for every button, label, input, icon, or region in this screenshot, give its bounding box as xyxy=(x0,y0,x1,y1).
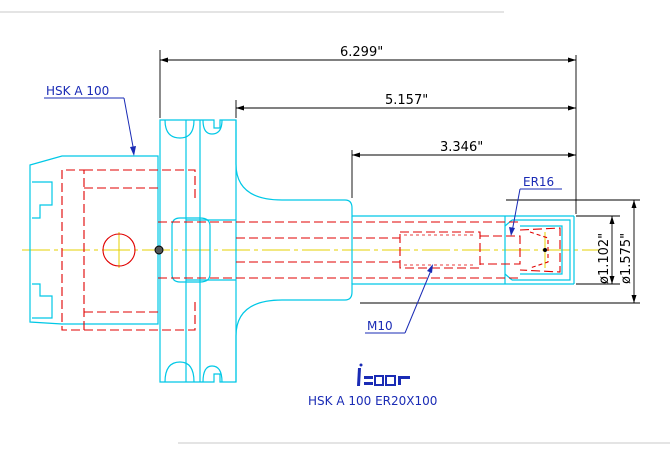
thread-callout: M10 xyxy=(367,319,393,333)
arrowheads xyxy=(160,57,637,303)
overall-length-dim: 6.299" xyxy=(340,45,383,60)
nose-diameter-dim: ø1.575" xyxy=(619,233,634,284)
shank-length-dim: 5.157" xyxy=(385,93,428,108)
bore-diameter-dim: ø1.102" xyxy=(597,233,612,284)
holder-outline xyxy=(29,119,575,383)
callout-leaders xyxy=(44,97,562,334)
thread-hatch xyxy=(404,234,476,266)
reach-length-dim: 3.346" xyxy=(440,140,483,155)
part-number: HSK A 100 ER20X100 xyxy=(308,394,437,408)
dimension-lines xyxy=(159,50,640,304)
callout-arrows xyxy=(130,146,515,273)
collet-callout: ER16 xyxy=(523,175,554,189)
sheet-frame xyxy=(0,11,670,444)
reference-point-right xyxy=(543,248,547,252)
holder-type-callout: HSK A 100 xyxy=(46,84,109,98)
hidden-lines xyxy=(61,169,561,331)
reference-point-left xyxy=(154,245,164,255)
iscar-logo xyxy=(357,363,410,386)
